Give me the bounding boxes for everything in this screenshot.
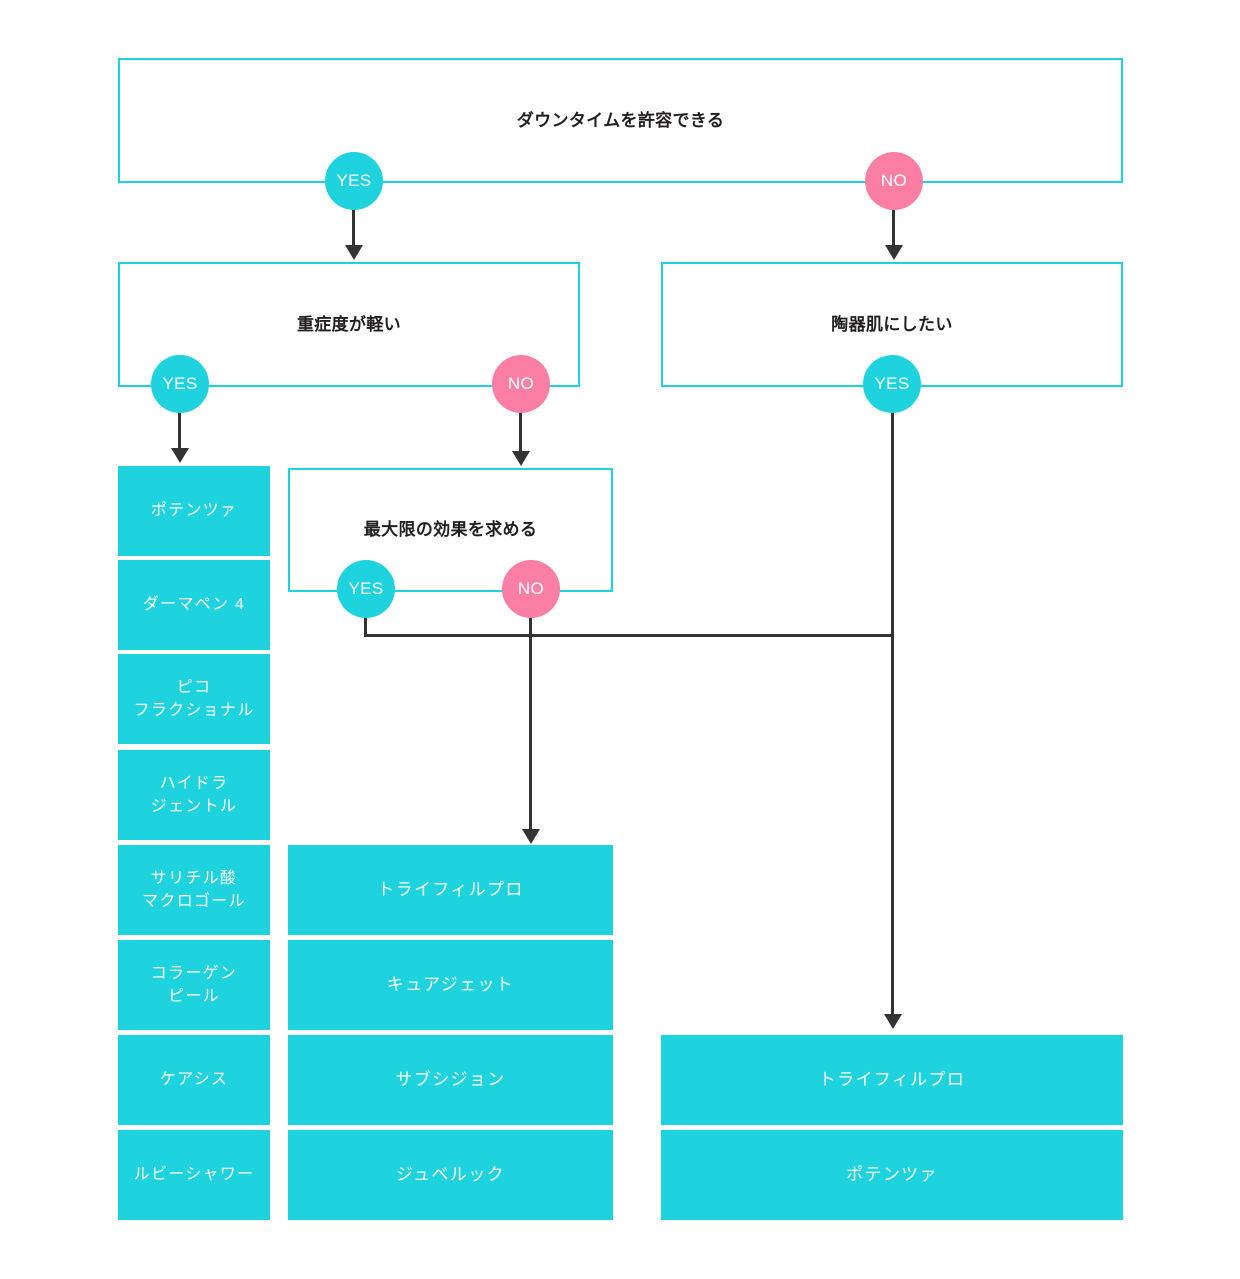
treatment-label: ジュベルック <box>396 1164 505 1184</box>
question-box-downtime[interactable]: ダウンタイムを許容できる <box>118 58 1123 183</box>
badge-porcelain-yes[interactable]: YES <box>863 355 921 413</box>
connector-severity-no <box>519 411 522 456</box>
treatment-label: トライフィルプロ <box>818 1069 966 1089</box>
arrowhead-downtime-no <box>885 245 903 260</box>
question-label-maximum: 最大限の効果を求める <box>363 520 538 540</box>
arrowhead-severity-no <box>512 451 530 466</box>
arrowhead-porcelain-yes <box>884 1014 902 1029</box>
treatment-box-right-0[interactable]: トライフィルプロ <box>661 1035 1123 1125</box>
connector-maximum-no <box>529 616 532 834</box>
treatment-label: サブシジョン <box>395 1069 506 1089</box>
badge-label: YES <box>336 171 372 190</box>
treatment-box-middle-1[interactable]: キュアジェット <box>288 940 613 1030</box>
treatment-box-left-4[interactable]: サリチル酸 マクロゴール <box>118 845 270 935</box>
treatment-label: ハイドラ ジェントル <box>150 774 238 815</box>
treatment-label: ケアシス <box>159 1071 229 1089</box>
treatment-box-right-1[interactable]: ポテンツァ <box>661 1130 1123 1220</box>
badge-maximum-no[interactable]: NO <box>502 560 560 618</box>
arrowhead-maximum-no <box>522 829 540 844</box>
treatment-label: トライフィルプロ <box>377 879 524 899</box>
connector-downtime-no <box>892 208 895 250</box>
treatment-label: ピコ フラクショナル <box>133 678 255 719</box>
question-box-maximum[interactable]: 最大限の効果を求める <box>288 468 613 592</box>
arrowhead-severity-yes <box>171 448 189 463</box>
badge-maximum-yes[interactable]: YES <box>337 560 395 618</box>
treatment-label: ポテンツァ <box>150 502 238 520</box>
badge-downtime-no[interactable]: NO <box>865 152 923 210</box>
question-label-severity: 重症度が軽い <box>296 314 402 334</box>
treatment-label: ダーマペン 4 <box>142 596 246 614</box>
treatment-label: ルビーシャワー <box>133 1166 255 1184</box>
badge-label: NO <box>880 171 908 190</box>
treatment-box-left-3[interactable]: ハイドラ ジェントル <box>118 750 270 840</box>
connector-maximum-yes-run <box>364 634 894 637</box>
question-label-porcelain: 陶器肌にしたい <box>831 314 953 334</box>
treatment-box-left-6[interactable]: ケアシス <box>118 1035 270 1125</box>
question-label-downtime: ダウンタイムを許容できる <box>516 110 725 130</box>
treatment-box-left-0[interactable]: ポテンツァ <box>118 466 270 556</box>
badge-label: YES <box>162 374 198 393</box>
badge-label: NO <box>507 374 535 393</box>
badge-severity-no[interactable]: NO <box>492 355 550 413</box>
connector-porcelain-yes <box>891 411 894 1019</box>
treatment-box-left-2[interactable]: ピコ フラクショナル <box>118 654 270 744</box>
treatment-box-left-5[interactable]: コラーゲン ピール <box>118 940 270 1030</box>
badge-label: NO <box>517 579 545 598</box>
treatment-label: ポテンツァ <box>846 1164 938 1184</box>
badge-severity-yes[interactable]: YES <box>151 355 209 413</box>
badge-label: YES <box>874 374 910 393</box>
treatment-label: キュアジェット <box>386 974 515 994</box>
badge-label: YES <box>348 579 384 598</box>
treatment-box-middle-0[interactable]: トライフィルプロ <box>288 845 613 935</box>
treatment-box-middle-2[interactable]: サブシジョン <box>288 1035 613 1125</box>
arrowhead-downtime-yes <box>345 245 363 260</box>
treatment-box-left-7[interactable]: ルビーシャワー <box>118 1130 270 1220</box>
treatment-label: サリチル酸 マクロゴール <box>142 869 246 910</box>
connector-maximum-yes-stub <box>364 616 367 637</box>
connector-downtime-yes <box>352 208 355 250</box>
treatment-label: コラーゲン ピール <box>150 964 238 1005</box>
treatment-box-left-1[interactable]: ダーマペン 4 <box>118 560 270 650</box>
badge-downtime-yes[interactable]: YES <box>325 152 383 210</box>
treatment-box-middle-3[interactable]: ジュベルック <box>288 1130 613 1220</box>
connector-severity-yes <box>178 411 181 453</box>
